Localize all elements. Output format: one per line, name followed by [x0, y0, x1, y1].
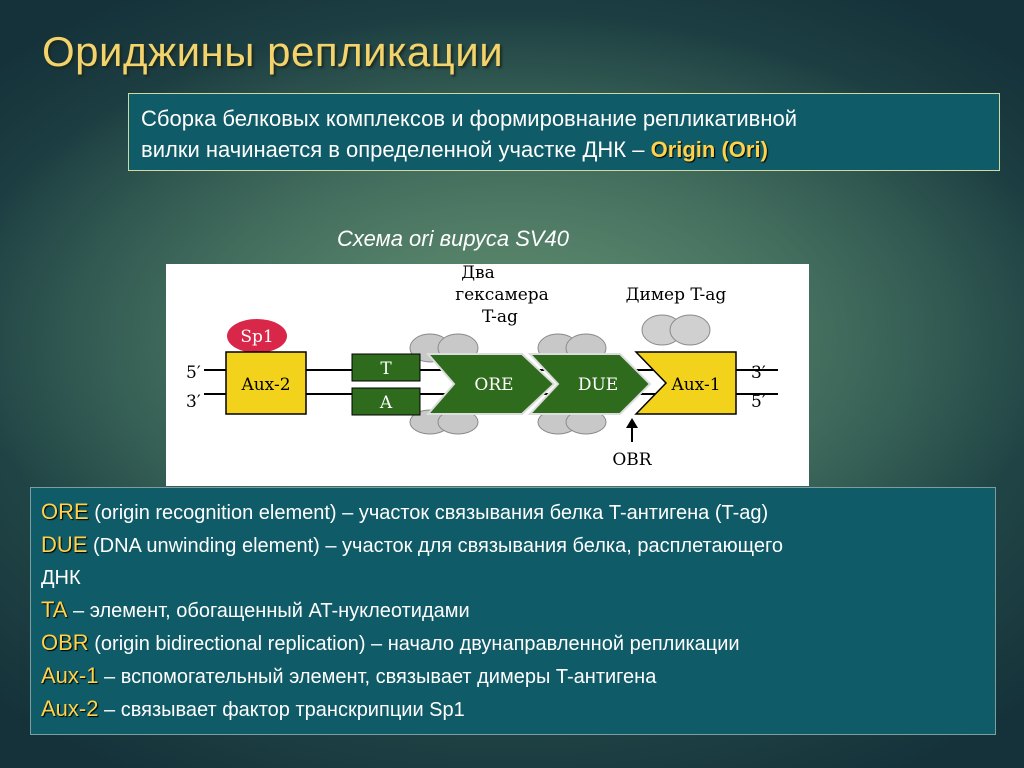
- t-block: [351, 353, 421, 382]
- ori-scheme-svg: Два гексамера T-ag Димер T-ag Sp1 Aux-2 …: [186, 264, 778, 470]
- intro-line2: вилки начинается в определенной участке …: [141, 137, 651, 162]
- label-two-hexamers-3: T-ag: [482, 307, 518, 327]
- definitions-box: ORE (origin recognition element) – участ…: [30, 487, 996, 735]
- a-block: [351, 387, 421, 416]
- label-aux1: Aux-1: [670, 375, 720, 395]
- term-due: DUE: [41, 532, 88, 557]
- term-aux1: Aux-1: [41, 663, 99, 688]
- label-t: T: [380, 359, 392, 379]
- label-sp1: Sp1: [240, 327, 273, 347]
- label-two-hexamers-1: Два: [461, 264, 495, 283]
- due-block: [527, 353, 652, 415]
- definition-text: (origin recognition element) – участок с…: [88, 502, 769, 524]
- label-due: DUE: [578, 375, 618, 395]
- slide-title: Ориджины репликации: [42, 28, 504, 75]
- definition-text: – связывает фактор транскрипции Sp1: [98, 699, 465, 721]
- definition-text: (origin bidirectional replication) – нач…: [88, 633, 740, 655]
- label-5-left: 5′: [186, 363, 201, 383]
- label-two-hexamers-2: гексамера: [455, 285, 549, 305]
- scheme-caption: Схема ori вируса SV40: [337, 226, 570, 251]
- term-ore: ORE: [41, 499, 89, 524]
- aux2-block: [225, 351, 307, 415]
- term-ta: TA: [41, 597, 68, 622]
- label-obr: OBR: [612, 450, 652, 470]
- intro-box: Сборка белковых комплексов и формировнан…: [128, 93, 1000, 171]
- label-3-right: 3′: [751, 363, 766, 383]
- label-aux2: Aux-2: [240, 375, 290, 395]
- intro-highlight: Origin (Ori): [650, 137, 768, 162]
- obr-arrow-head: [626, 418, 638, 428]
- term-aux2: Aux-2: [41, 696, 99, 721]
- definition-obr: OBR (origin bidirectional replication) –…: [41, 627, 985, 660]
- definition-aux1: Aux-1 – вспомогательный элемент, связыва…: [41, 660, 985, 693]
- definition-ore: ORE (origin recognition element) – участ…: [41, 496, 985, 529]
- label-dimer: Димер T-ag: [626, 285, 727, 305]
- definition-ta: TA – элемент, обогащенный AT-нуклеотидам…: [41, 594, 985, 627]
- definition-text: – элемент, обогащенный AT-нуклеотидами: [67, 600, 470, 622]
- intro-line1: Сборка белковых комплексов и формировнан…: [141, 106, 798, 131]
- label-a: A: [379, 393, 393, 413]
- aux1-block: [634, 351, 737, 415]
- ori-scheme: Два гексамера T-ag Димер T-ag Sp1 Aux-2 …: [166, 264, 809, 486]
- sp1-protein: [227, 319, 287, 353]
- definition-text: (DNA unwinding element) – участок для св…: [41, 535, 783, 589]
- label-5-right: 5′: [751, 392, 766, 412]
- definition-due: DUE (DNA unwinding element) – участок дл…: [41, 529, 801, 594]
- label-ore: ORE: [474, 375, 513, 395]
- label-3-left: 3′: [186, 392, 201, 412]
- ore-block: [425, 353, 556, 415]
- term-obr: OBR: [41, 630, 89, 655]
- dimer-2: [669, 314, 711, 346]
- definition-text: – вспомогательный элемент, связывает дим…: [98, 666, 657, 688]
- definition-aux2: Aux-2 – связывает фактор транскрипции Sp…: [41, 693, 985, 726]
